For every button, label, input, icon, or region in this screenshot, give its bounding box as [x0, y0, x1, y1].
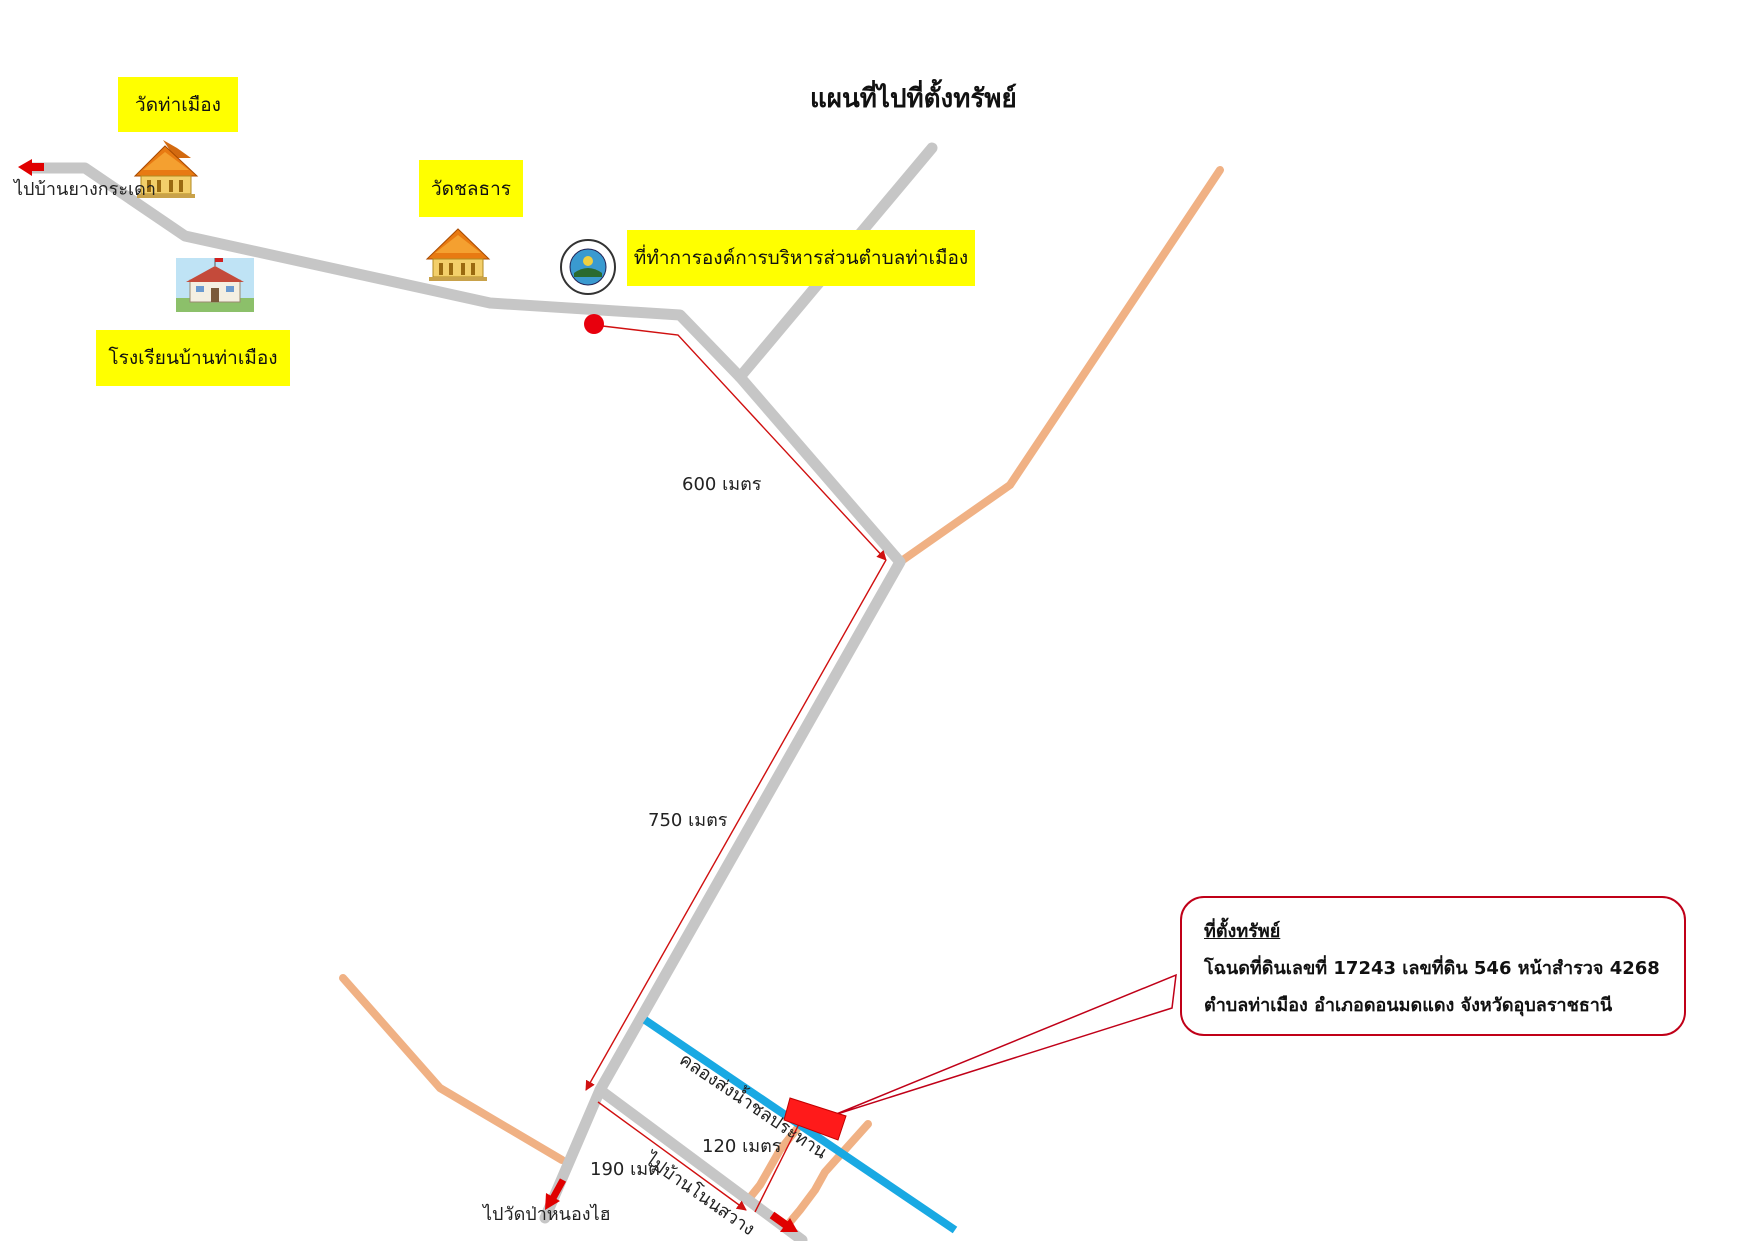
temple-icon-wat-tha-mueang: [133, 140, 199, 198]
dirt-road-canal-west: [744, 1121, 804, 1204]
property-heading: ที่ตั้งทรัพย์: [1204, 921, 1281, 942]
school-icon: [176, 258, 254, 312]
map-title: แผนที่ไปที่ตั้งทรัพย์: [810, 84, 1017, 114]
label-wat-tha-mueang: วัดท่าเมือง: [118, 77, 238, 132]
distance-190m: 190 เมต: [590, 1159, 660, 1180]
start-point-marker: [584, 314, 604, 334]
route-750m: [585, 559, 887, 1091]
label-to-wat-pa-nong-hai: ไปวัดป่าหนองไฮ: [483, 1204, 611, 1225]
sao-seal-icon: [560, 239, 616, 295]
temple-icon-wat-chon-than: [425, 228, 491, 281]
main-road-southeast: [594, 1084, 808, 1241]
distance-600m: 600 เมตร: [682, 474, 762, 495]
callout-pointer: [833, 973, 1177, 1116]
dirt-road-northeast: [896, 166, 1224, 566]
label-school: โรงเรียนบ้านท่าเมือง: [96, 330, 290, 386]
distance-750m: 750 เมตร: [648, 810, 728, 831]
property-deed-line: โฉนดที่ดินเลขที่ 17243 เลขที่ดิน 546 หน้…: [1204, 958, 1660, 979]
arrow-west-icon: [18, 159, 44, 176]
property-marker: [783, 1097, 847, 1141]
route-120m: [754, 1121, 801, 1213]
property-location-line: ตำบลท่าเมือง อำเภอดอนมดแดง จังหวัดอุบลรา…: [1204, 995, 1613, 1016]
main-road-south: [539, 371, 906, 1224]
property-callout: ที่ตั้งทรัพย์ โฉนดที่ดินเลขที่ 17243 เลข…: [1180, 896, 1686, 1036]
arrow-southeast-icon: [769, 1211, 798, 1232]
label-sao-office: ที่ทำการองค์การบริหารส่วนตำบลท่าเมือง: [627, 230, 975, 286]
route-600m: [593, 324, 887, 561]
route-190m: [597, 1101, 747, 1211]
main-road-west: [24, 162, 746, 383]
label-to-ban-yang-kradao: ไปบ้านยางกระเดา: [14, 179, 156, 200]
arrow-southwest-icon: [545, 1178, 567, 1210]
distance-120m: 120 เมตร: [702, 1136, 782, 1157]
label-wat-chon-than: วัดชลธาร: [419, 160, 523, 217]
dirt-road-southwest: [339, 974, 566, 1164]
